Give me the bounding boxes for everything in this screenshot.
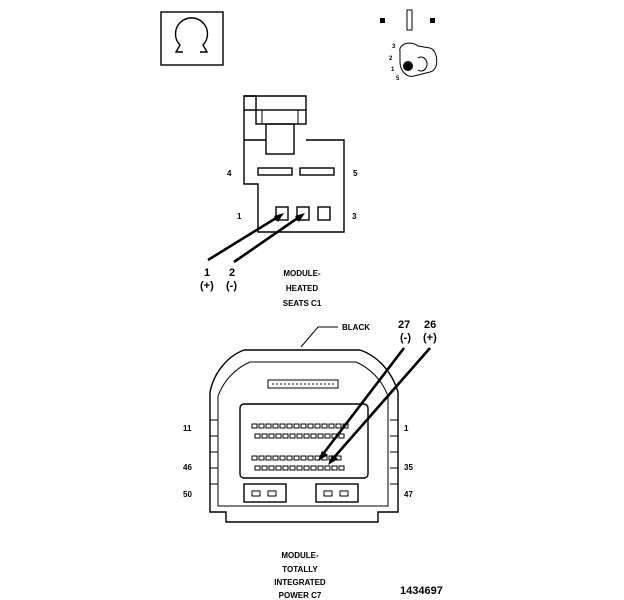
c1-pin-label-5: 5 [353,169,358,178]
c7-callout-26-sign: (+) [423,332,437,344]
c7-connector-name: MODULE- TOTALLY INTEGRATED POWER C7 [274,551,326,600]
connector-c1-outline [243,95,345,233]
view-key-number-1: 1 [391,67,395,73]
svg-text:TOTALLY: TOTALLY [282,565,318,574]
c1-callout-2-sign: (-) [226,280,237,292]
c7-pin-label-11: 11 [183,424,192,433]
omega-symbol-icon [160,11,224,66]
c7-pin-label-46: 46 [183,463,192,472]
c7-callout-27-number: 27 [398,319,410,331]
figure-id: 1434697 [400,585,443,597]
c7-color-label: BLACK [342,323,370,332]
c1-callout-arrows [207,213,305,264]
c1-callout-1-number: 1 [204,267,210,279]
c7-pin-label-50: 50 [183,490,192,499]
c7-callout-27-sign: (-) [400,332,411,344]
c7-color-leader [300,326,338,348]
terminal-view-key-icon: 3 2 1 5 [380,9,438,82]
c7-callout-arrows [318,347,431,465]
c1-pin-label-3: 3 [352,212,357,221]
c1-pin-label-1: 1 [237,212,242,221]
view-key-number-5: 5 [396,76,400,82]
svg-text:HEATED: HEATED [286,284,319,293]
svg-text:INTEGRATED: INTEGRATED [274,578,326,587]
connector-c7-outline [209,349,399,523]
c7-pin-label-35: 35 [404,463,413,472]
view-key-number-3: 3 [392,44,396,50]
c7-pin-label-1: 1 [404,424,409,433]
c1-pin-label-4: 4 [227,169,232,178]
c1-callout-1-sign: (+) [200,280,214,292]
c1-connector-name: MODULE- HEATED SEATS C1 [283,269,322,308]
svg-text:POWER C7: POWER C7 [279,591,322,600]
c7-callout-26-number: 26 [424,319,436,331]
c1-callout-2-number: 2 [229,267,235,279]
svg-text:MODULE-: MODULE- [281,551,319,560]
svg-text:SEATS C1: SEATS C1 [283,299,322,308]
c7-pin-label-47: 47 [404,490,413,499]
svg-text:MODULE-: MODULE- [283,269,321,278]
view-key-number-2: 2 [389,56,393,62]
